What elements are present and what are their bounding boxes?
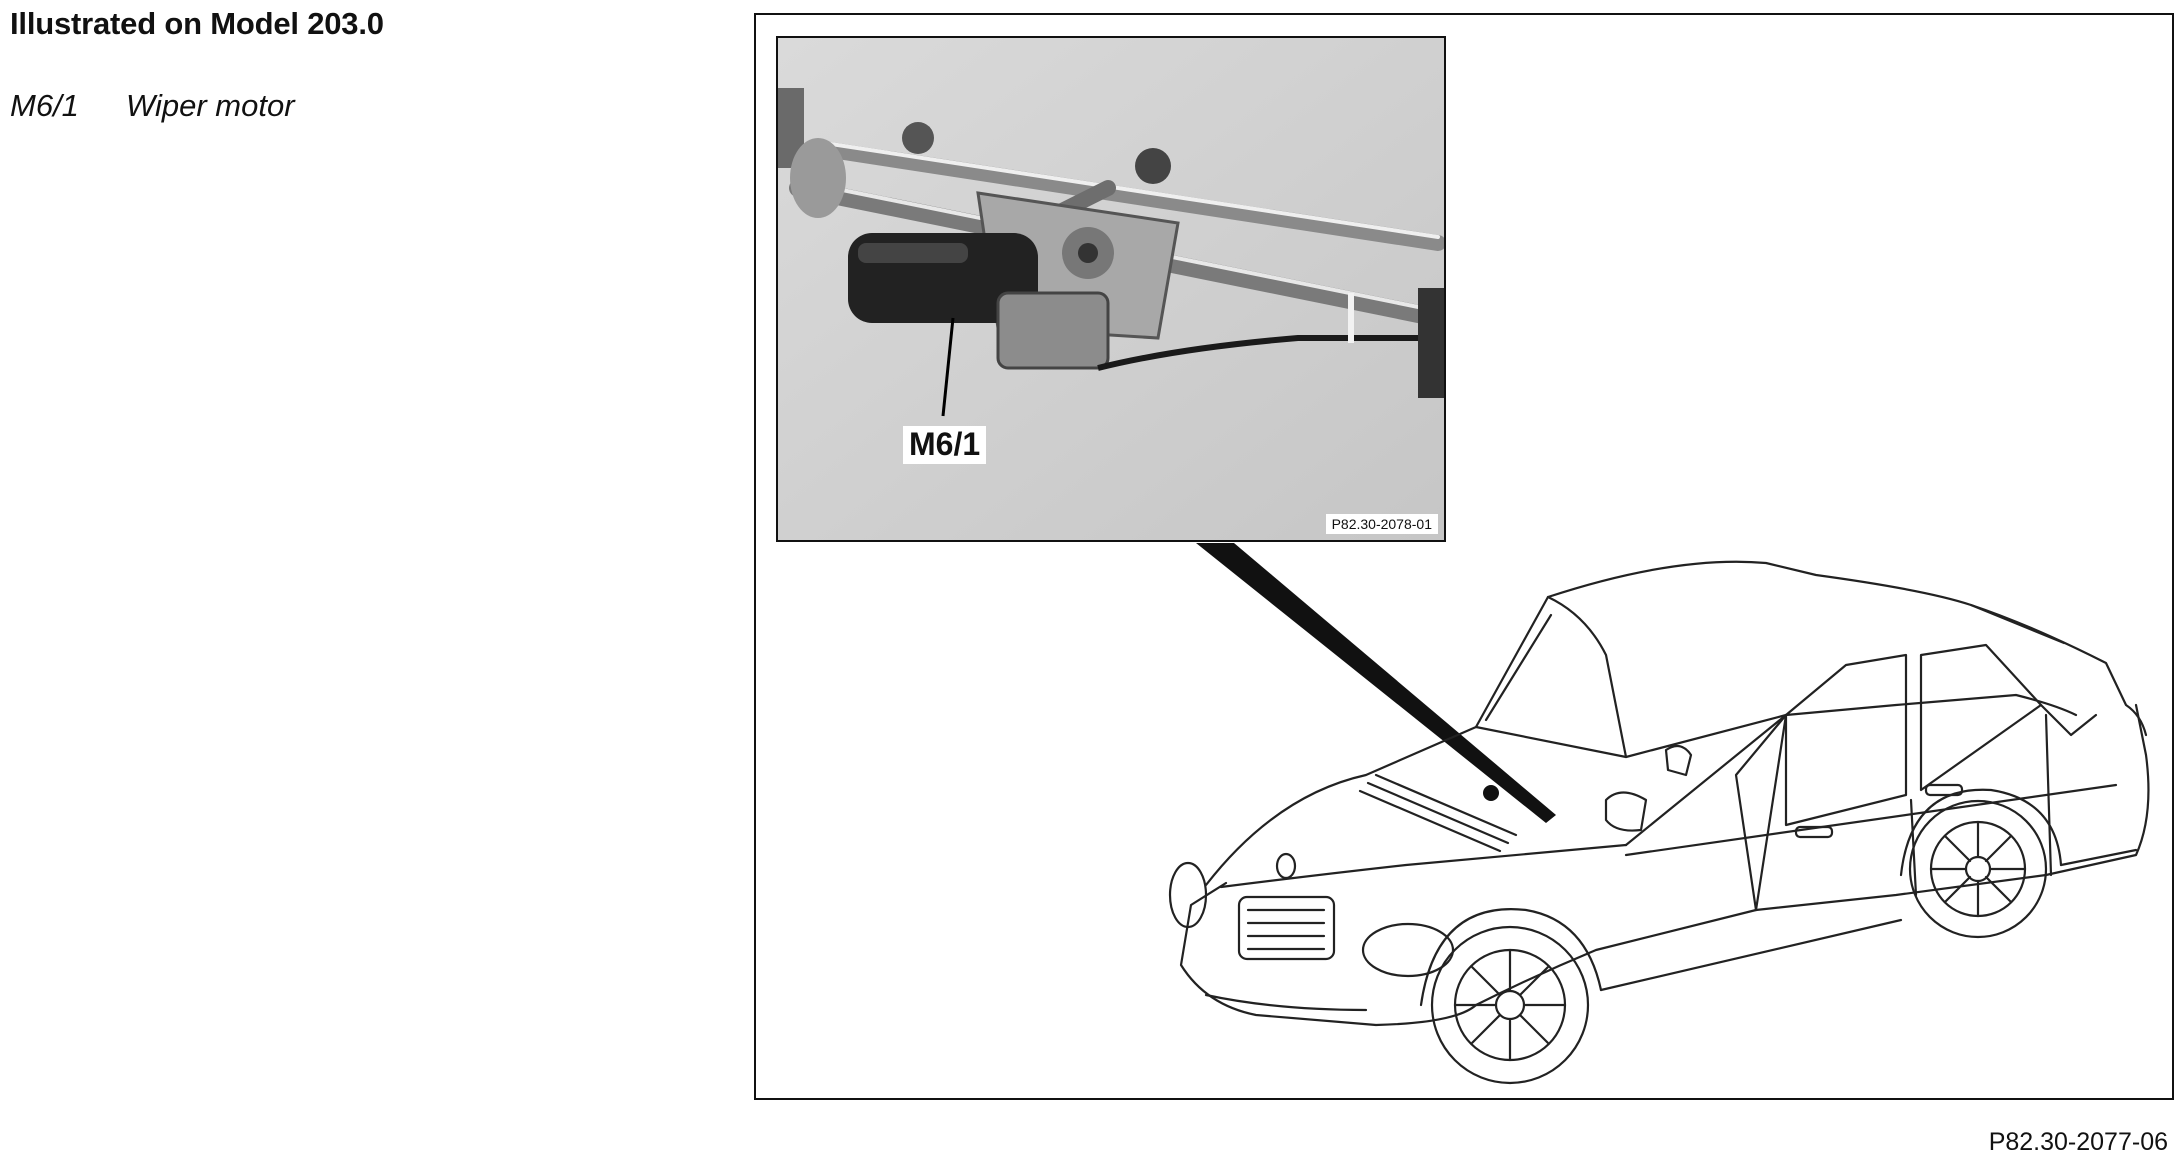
figure-frame: M6/1 P82.30-2078-01	[754, 13, 2174, 1100]
inset-photo: M6/1 P82.30-2078-01	[776, 36, 1446, 542]
inset-reference: P82.30-2078-01	[1325, 514, 1438, 534]
callout-label: M6/1	[903, 426, 987, 464]
vehicle-drawing-icon	[1168, 543, 2150, 1085]
legend-description: Wiper motor	[126, 88, 295, 123]
legend-code: M6/1	[10, 88, 79, 123]
wiper-linkage-photo-icon	[778, 38, 1444, 540]
legend-item: M6/1 Wiper motor	[10, 88, 295, 124]
figure-reference: P82.30-2077-06	[1988, 1128, 2168, 1156]
page-heading: Illustrated on Model 203.0	[10, 6, 384, 41]
